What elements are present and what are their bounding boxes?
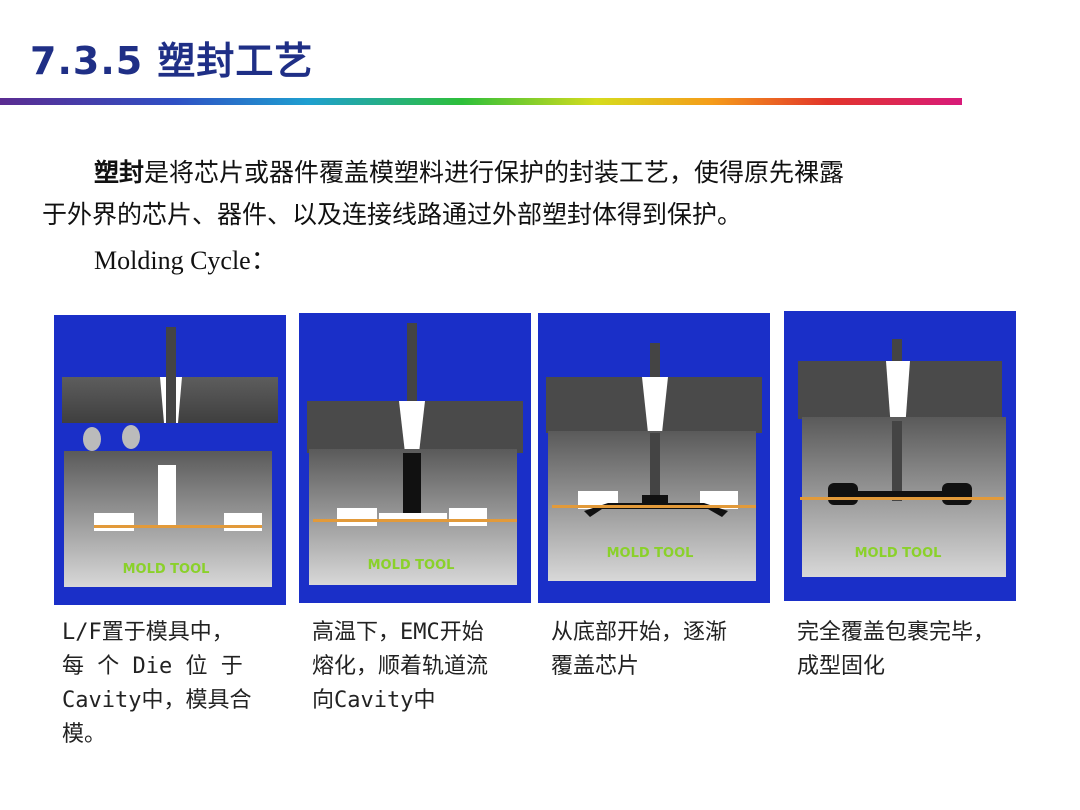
step-2-caption: 高温下，EMC开始 熔化，顺着轨道流 向Cavity中 (312, 616, 488, 718)
bold-term: 塑封 (94, 158, 145, 187)
caption-line: Cavity中，模具合 (62, 688, 252, 713)
intro-paragraph: 塑封是将芯片或器件覆盖模塑料进行保护的封装工艺，使得原先裸露 于外界的芯片、器件… (42, 152, 1002, 236)
caption-line: 高温下，EMC开始 (312, 620, 484, 645)
caption-line: 从底部开始，逐渐 (551, 620, 728, 645)
step-4-illustration: MOLD TOOL (784, 311, 1016, 601)
caption-line: 成型固化 (797, 654, 886, 679)
step-4-caption: 完全覆盖包裹完毕， 成型固化 (797, 616, 995, 684)
mold-tool-label: MOLD TOOL (855, 546, 942, 561)
caption-line: L/F置于模具中， (62, 620, 234, 645)
caption-line: 覆盖芯片 (551, 654, 640, 679)
caption-line: 向Cavity中 (312, 688, 436, 713)
mold-tool-label: MOLD TOOL (368, 558, 455, 573)
rainbow-divider (0, 98, 962, 105)
caption-line: 每 个 Die 位 于 (62, 654, 243, 679)
molding-cycle-label: Molding Cycle： (94, 246, 277, 275)
caption-line: 完全覆盖包裹完毕， (797, 620, 996, 645)
mold-tool-label: MOLD TOOL (123, 562, 210, 577)
step-1-caption: L/F置于模具中， 每 个 Die 位 于 Cavity中，模具合 模。 (62, 616, 251, 752)
mold-tool-label: MOLD TOOL (607, 546, 694, 561)
intro-line-2: 于外界的芯片、器件、以及连接线路通过外部塑封体得到保护。 (42, 200, 743, 229)
intro-line-1-text: 是将芯片或器件覆盖模塑料进行保护的封装工艺，使得原先裸露 (144, 158, 845, 187)
step-3-caption: 从底部开始，逐渐 覆盖芯片 (551, 616, 727, 684)
caption-line: 熔化，顺着轨道流 (312, 654, 489, 679)
intro-line-1: 塑封是将芯片或器件覆盖模塑料进行保护的封装工艺，使得原先裸露 (42, 152, 1002, 194)
step-1-illustration: MOLD TOOL (54, 315, 286, 605)
slide-title: 7.3.5 塑封工艺 (30, 39, 314, 83)
caption-line: 模。 (62, 722, 107, 747)
step-2-illustration: MOLD TOOL (299, 313, 531, 603)
step-3-illustration: MOLD TOOL (538, 313, 770, 603)
